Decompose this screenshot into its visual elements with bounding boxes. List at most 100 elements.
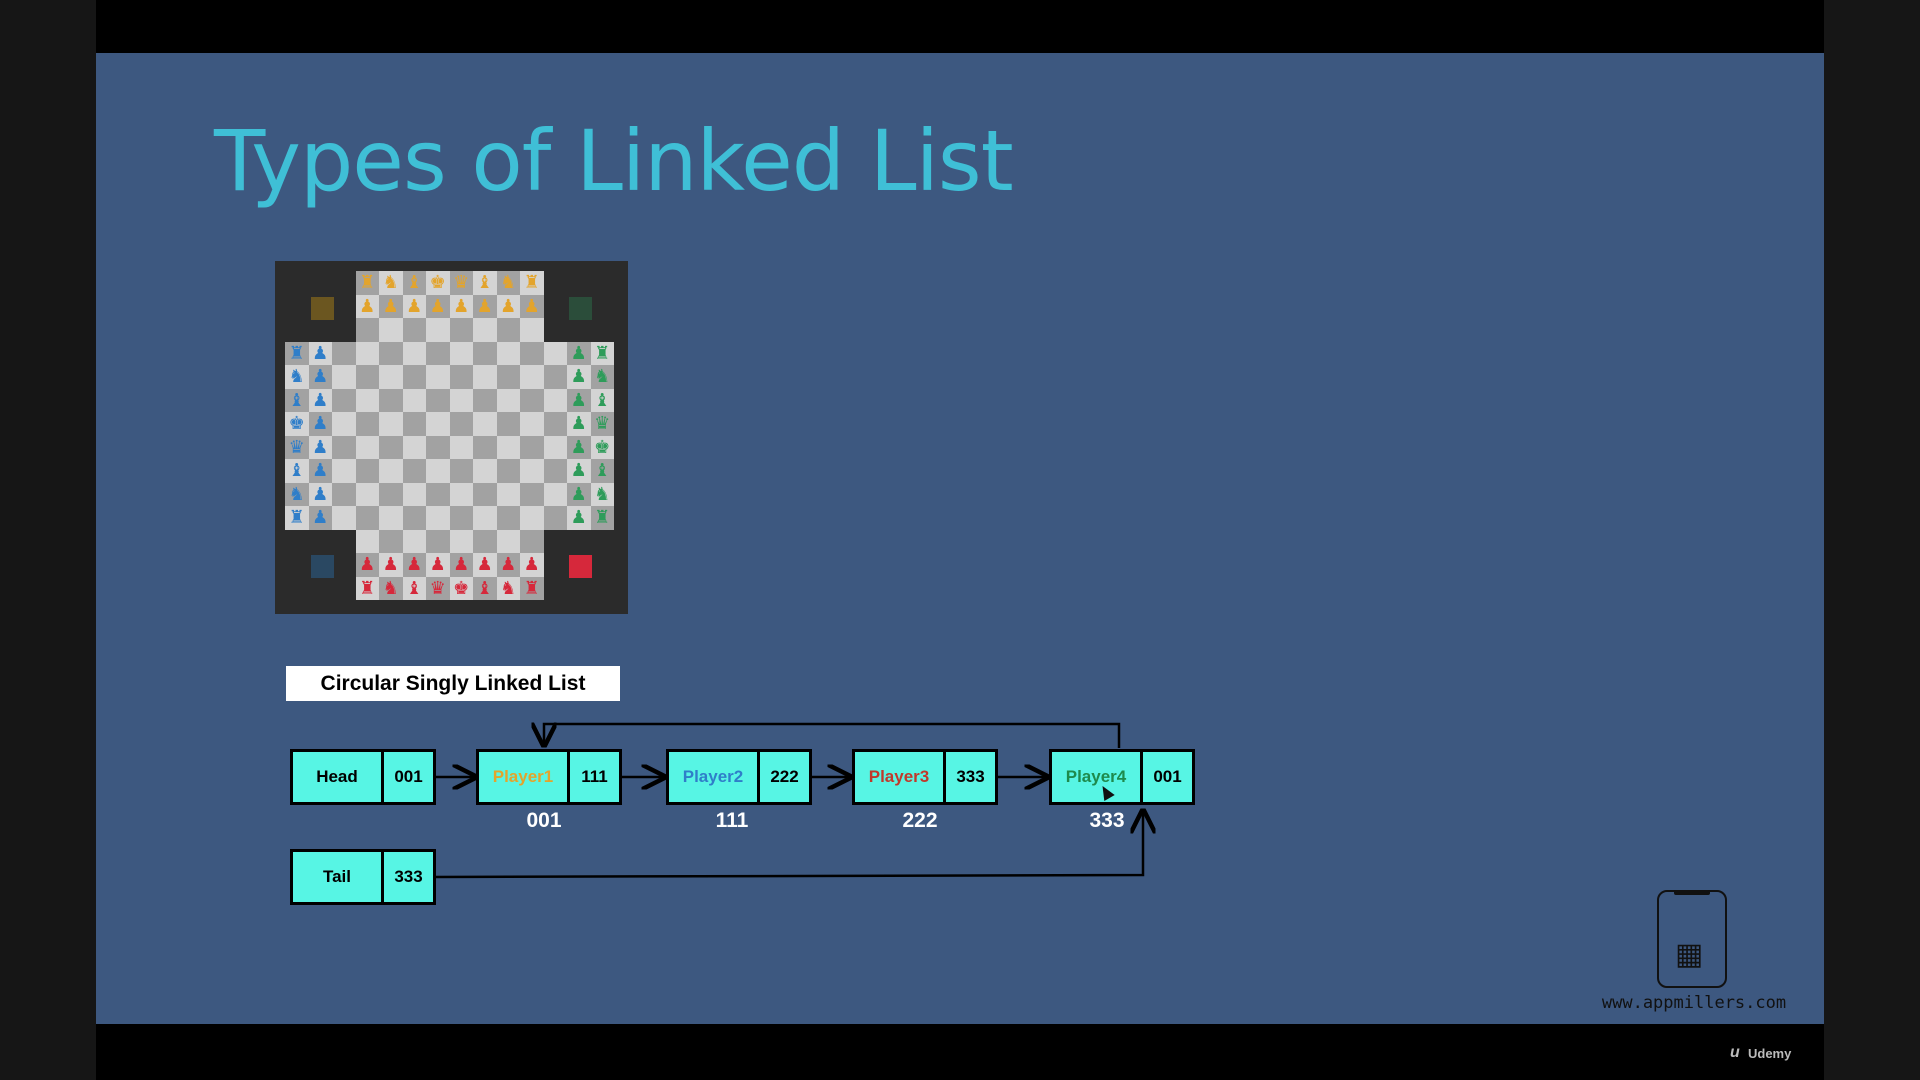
board-square bbox=[379, 529, 403, 553]
board-square bbox=[426, 435, 450, 459]
chess-piece-icon: ♞ bbox=[594, 366, 611, 387]
board-square bbox=[355, 294, 379, 318]
tail-next-pointer: 333 bbox=[381, 852, 433, 902]
board-square bbox=[355, 412, 379, 436]
board-square bbox=[590, 365, 614, 389]
board-square bbox=[379, 435, 403, 459]
chess-piece-icon: ♟ bbox=[570, 507, 587, 528]
board-square bbox=[426, 388, 450, 412]
board-square bbox=[543, 506, 567, 530]
board-square bbox=[379, 341, 403, 365]
board-square bbox=[473, 294, 497, 318]
chess-piece-icon: ♟ bbox=[500, 295, 517, 317]
board-square bbox=[285, 412, 309, 436]
board-square bbox=[590, 459, 614, 483]
board-square bbox=[379, 576, 403, 600]
node-next-pointer: 222 bbox=[757, 752, 809, 802]
chess-piece-icon: ♝ bbox=[406, 577, 423, 599]
board-square bbox=[402, 459, 426, 483]
board-square bbox=[426, 365, 450, 389]
chess-piece-icon: ♟ bbox=[453, 554, 470, 575]
board-square bbox=[355, 271, 379, 295]
board-square bbox=[520, 271, 544, 295]
chess-piece-icon: ♞ bbox=[500, 272, 517, 293]
board-square bbox=[308, 506, 332, 530]
chess-piece-icon: ♟ bbox=[570, 483, 587, 505]
board-square bbox=[379, 506, 403, 530]
board-square bbox=[449, 365, 473, 389]
chess-piece-icon: ♟ bbox=[570, 366, 587, 387]
node-next-pointer: 001 bbox=[1140, 752, 1192, 802]
board-square bbox=[426, 459, 450, 483]
slide-title: Types of Linked List bbox=[214, 112, 1014, 210]
chess-piece-icon: ♜ bbox=[594, 507, 611, 528]
board-square bbox=[355, 318, 379, 342]
board-square bbox=[308, 388, 332, 412]
chess-piece-icon: ♛ bbox=[594, 413, 611, 434]
board-square bbox=[496, 576, 520, 600]
board-square bbox=[355, 576, 379, 600]
chess-piece-icon: ♟ bbox=[429, 295, 446, 317]
factory-phone-logo-icon: ▦ bbox=[1657, 890, 1727, 988]
board-square bbox=[520, 365, 544, 389]
left-letterbox bbox=[0, 0, 96, 1080]
website-url: www.appmillers.com bbox=[1601, 993, 1787, 1013]
udemy-wordmark: Udemy bbox=[1748, 1046, 1792, 1061]
board-square bbox=[520, 482, 544, 506]
chess-piece-icon: ♛ bbox=[453, 272, 470, 293]
board-square bbox=[332, 482, 356, 506]
board-square bbox=[402, 271, 426, 295]
chess-piece-icon: ♟ bbox=[382, 554, 399, 575]
node-value: Player1 bbox=[492, 767, 554, 786]
tail-node: Tail 333 bbox=[290, 849, 436, 905]
board-square bbox=[426, 271, 450, 295]
board-square bbox=[543, 365, 567, 389]
board-square bbox=[473, 388, 497, 412]
board-square bbox=[355, 365, 379, 389]
chess-piece-icon: ♝ bbox=[288, 460, 305, 481]
chess-piece-icon: ♟ bbox=[406, 554, 423, 575]
chess-piece-icon: ♞ bbox=[500, 577, 517, 599]
player-corner-marker bbox=[569, 297, 592, 320]
board-square bbox=[520, 388, 544, 412]
chess-piece-icon: ♛ bbox=[429, 577, 446, 599]
board-square bbox=[496, 482, 520, 506]
player-corner-marker bbox=[569, 555, 592, 578]
board-square bbox=[590, 388, 614, 412]
board-square bbox=[379, 318, 403, 342]
board-square bbox=[285, 459, 309, 483]
board-square bbox=[355, 459, 379, 483]
board-square bbox=[402, 388, 426, 412]
chess-piece-icon: ♚ bbox=[429, 272, 446, 293]
head-next-pointer: 001 bbox=[381, 752, 433, 802]
chess-piece-icon: ♜ bbox=[288, 342, 305, 364]
chess-piece-icon: ♟ bbox=[523, 554, 540, 575]
board-square bbox=[473, 341, 497, 365]
board-square bbox=[449, 435, 473, 459]
board-square bbox=[402, 553, 426, 577]
board-square bbox=[379, 388, 403, 412]
head-label: Head bbox=[316, 767, 358, 786]
board-square bbox=[402, 482, 426, 506]
chess-piece-icon: ♞ bbox=[288, 483, 305, 505]
board-square bbox=[520, 412, 544, 436]
board-square bbox=[449, 271, 473, 295]
board-square bbox=[473, 365, 497, 389]
board-square bbox=[590, 482, 614, 506]
board-square bbox=[520, 459, 544, 483]
board-square bbox=[496, 553, 520, 577]
chess-piece-icon: ♟ bbox=[570, 436, 587, 458]
chess-piece-icon: ♟ bbox=[570, 413, 587, 434]
board-square bbox=[308, 482, 332, 506]
chess-piece-icon: ♜ bbox=[594, 342, 611, 364]
board-square bbox=[355, 506, 379, 530]
chess-piece-icon: ♞ bbox=[382, 272, 399, 293]
board-square bbox=[332, 412, 356, 436]
board-square bbox=[402, 318, 426, 342]
board-square bbox=[567, 506, 591, 530]
chess-piece-icon: ♟ bbox=[312, 413, 329, 434]
board-square bbox=[402, 341, 426, 365]
board-square bbox=[449, 553, 473, 577]
board-square bbox=[402, 506, 426, 530]
